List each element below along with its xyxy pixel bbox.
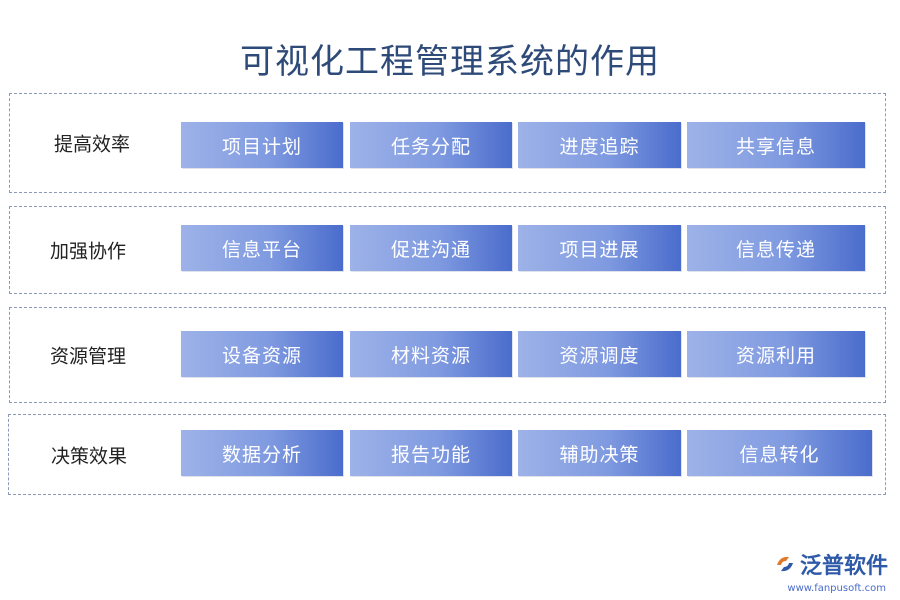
row-efficiency: 提高效率 (9, 93, 886, 193)
row-label: 决策效果 (51, 445, 128, 467)
logo-name: 泛普软件 (799, 554, 888, 579)
row-label: 提高效率 (54, 133, 131, 156)
row-label: 加强协作 (50, 240, 127, 263)
item-box: 信息平台 (181, 225, 343, 271)
item-box: 材料资源 (350, 331, 512, 377)
item-box: 报告功能 (350, 430, 512, 476)
page-title: 可视化工程管理系统的作用 (240, 42, 660, 82)
item-box: 任务分配 (350, 122, 512, 168)
item-box: 进度追踪 (518, 122, 681, 168)
item-box: 共享信息 (687, 122, 865, 168)
row-resource: 资源管理 (9, 307, 886, 403)
item-box: 资源利用 (687, 331, 865, 377)
row-label: 资源管理 (50, 345, 127, 368)
item-box: 辅助决策 (518, 430, 681, 476)
item-box: 信息传递 (687, 225, 865, 271)
item-box: 数据分析 (181, 430, 343, 476)
fanpu-logo-icon (776, 556, 793, 572)
item-box: 项目进展 (518, 225, 681, 271)
row-decision: 决策效果 (8, 414, 886, 495)
item-box: 促进沟通 (350, 225, 512, 271)
item-box: 资源调度 (518, 331, 681, 377)
item-box: 项目计划 (181, 122, 343, 168)
brand-logo: 泛普软件 (774, 548, 888, 580)
item-box: 信息转化 (687, 430, 872, 476)
row-collaboration: 加强协作 (9, 206, 886, 294)
item-box: 设备资源 (181, 331, 343, 377)
logo-url: www.fanpusoft.com (787, 583, 886, 594)
